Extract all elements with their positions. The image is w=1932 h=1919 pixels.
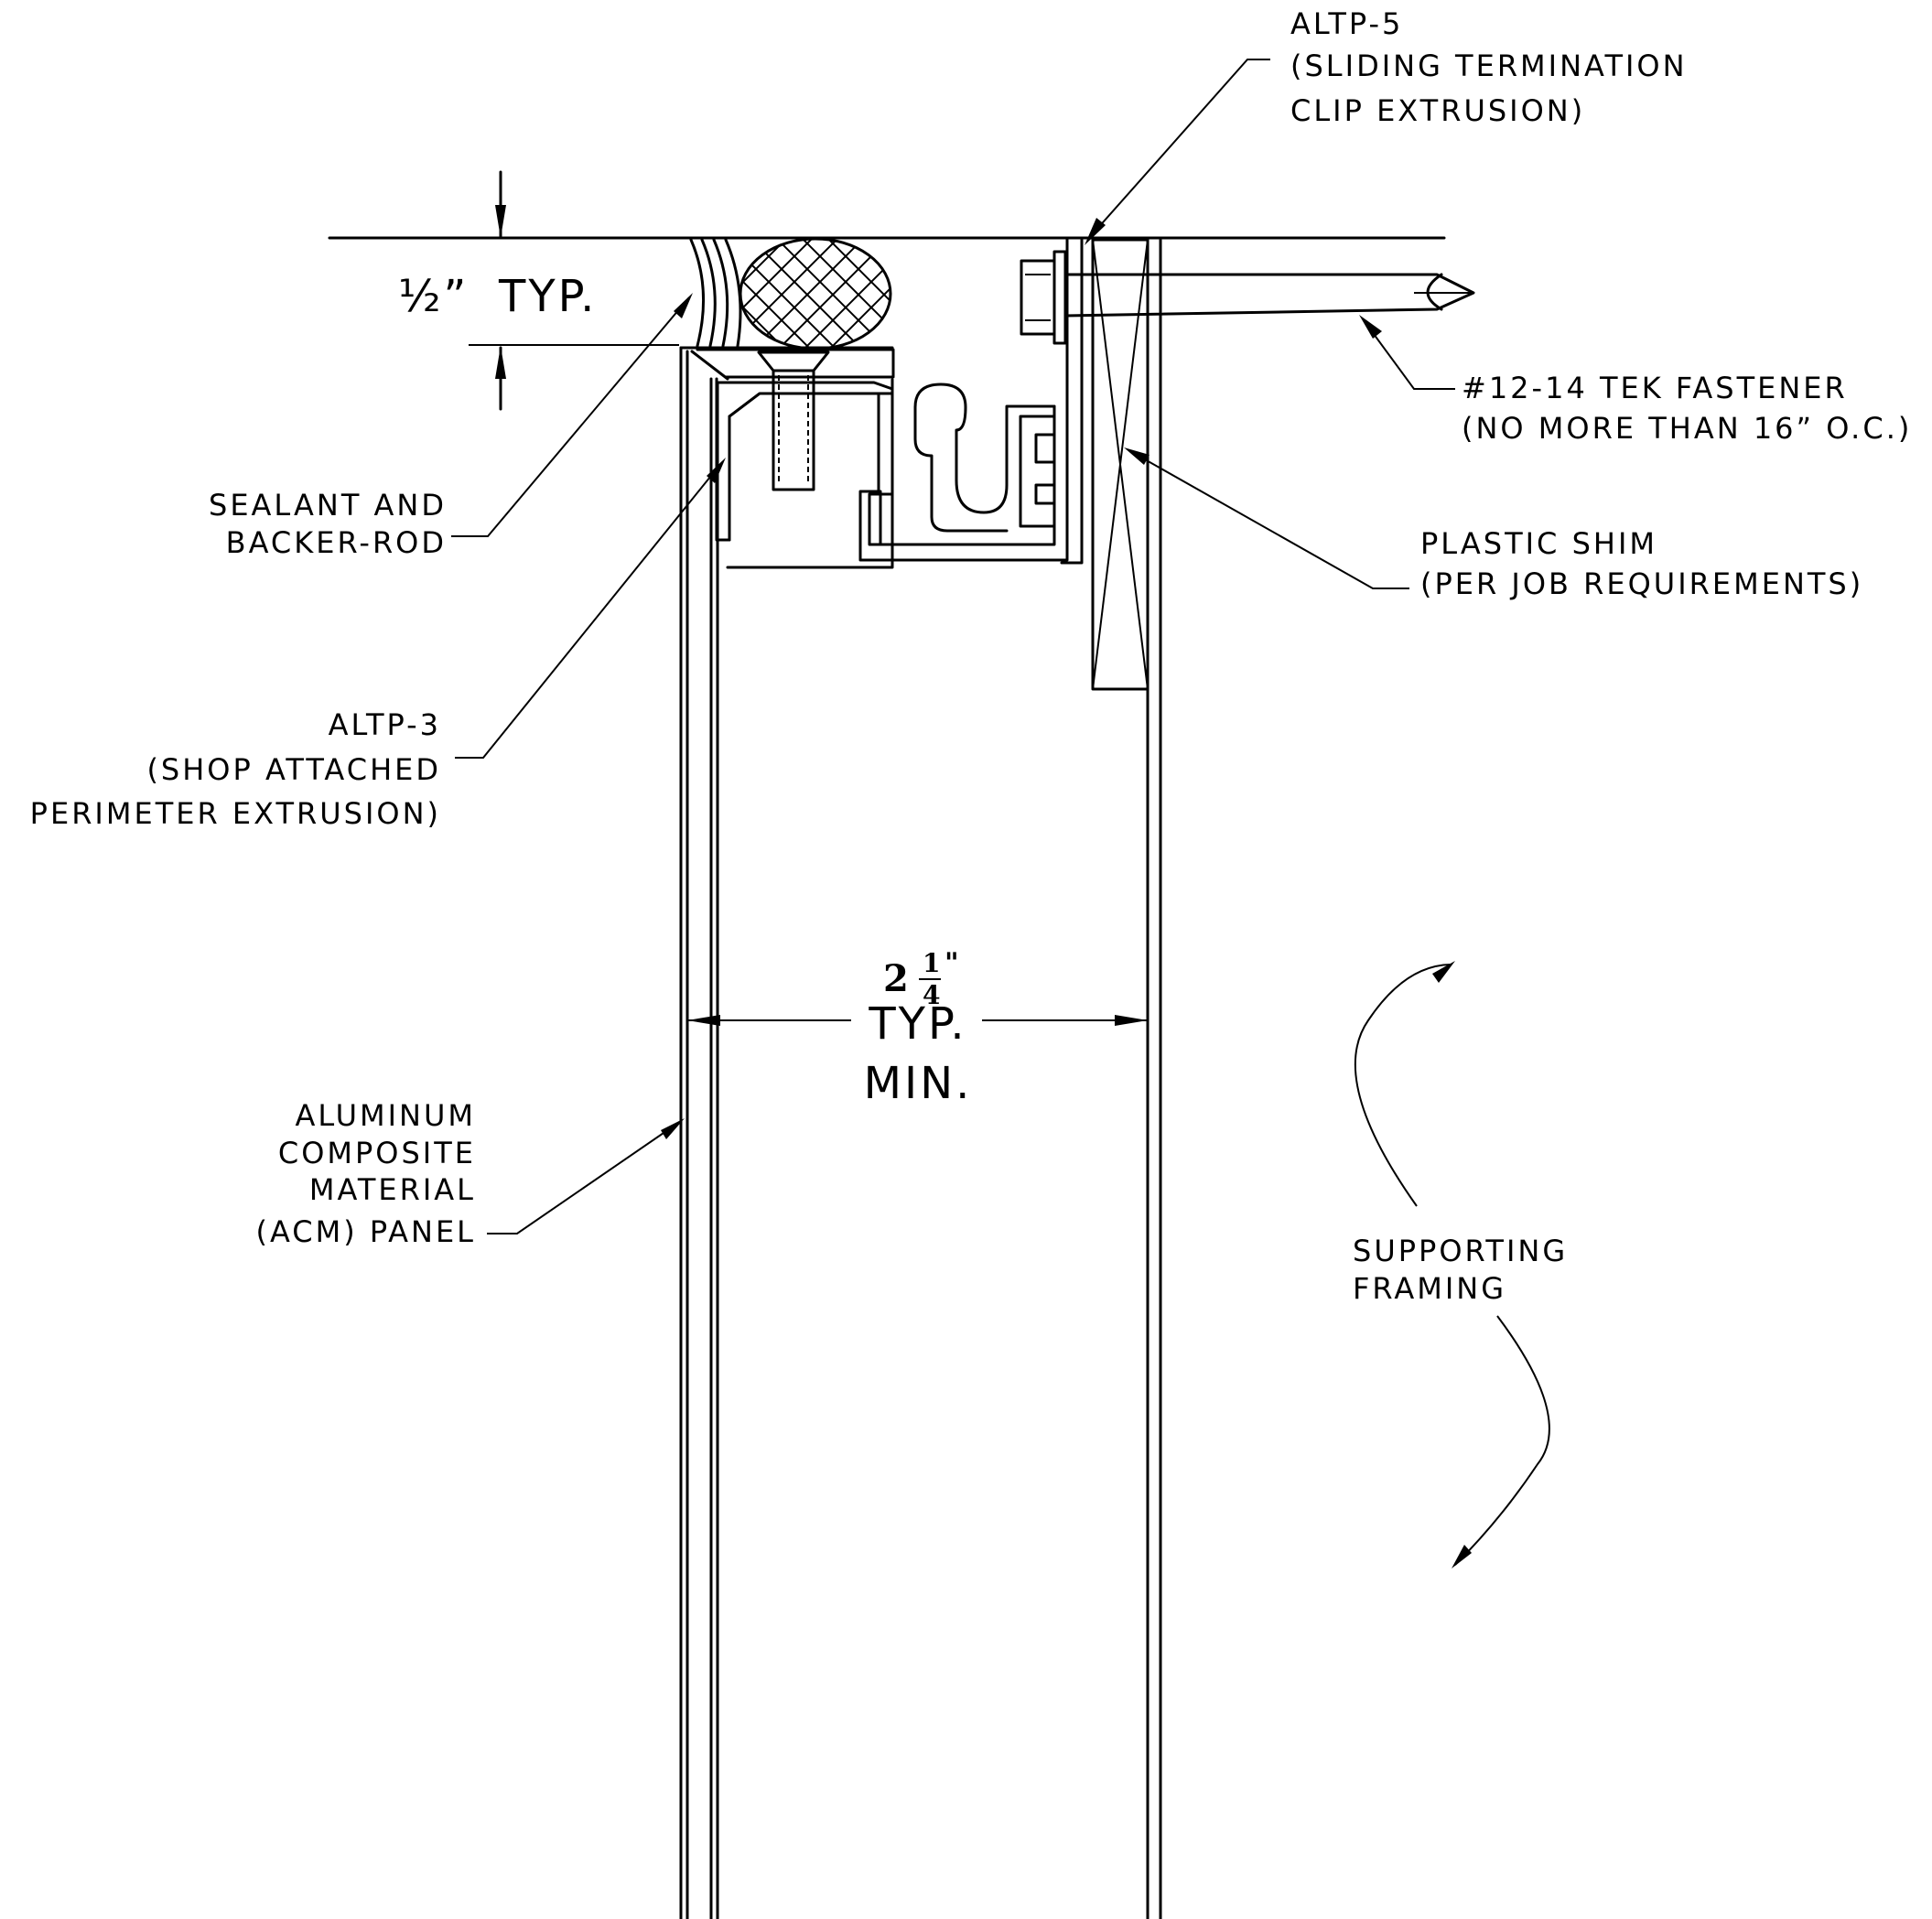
sealant-joint bbox=[689, 238, 742, 348]
label-altp3-line2: (SHOP ATTACHED bbox=[146, 752, 441, 787]
label-tek-line1: #12-14 TEK FASTENER bbox=[1462, 371, 1848, 405]
framing-curve-arrows bbox=[1354, 961, 1550, 1569]
half-inch-dimension-arrows bbox=[495, 170, 506, 411]
width-dimension-arrows bbox=[687, 1015, 1148, 1026]
altp3-extrusion bbox=[690, 348, 895, 569]
altp5-clip-extrusion bbox=[858, 236, 1084, 565]
dim-width-typ: TYP. bbox=[868, 998, 966, 1050]
label-framing-line1: SUPPORTING bbox=[1353, 1234, 1568, 1268]
dim-half-inch-suffix: TYP. bbox=[498, 271, 597, 322]
leader-shim bbox=[1124, 447, 1409, 589]
label-altp5-line1: ALTP-5 bbox=[1290, 6, 1403, 41]
supporting-framing-wall bbox=[1146, 238, 1162, 1919]
label-acm-line3: MATERIAL bbox=[309, 1172, 476, 1207]
leader-tek bbox=[1359, 315, 1455, 390]
label-acm-line2: COMPOSITE bbox=[278, 1136, 476, 1170]
label-sealant-line1: SEALANT AND bbox=[209, 488, 447, 523]
dim-width-denominator: 4 bbox=[923, 980, 940, 1010]
label-sealant-line2: BACKER-ROD bbox=[226, 525, 447, 560]
label-tek-line2: (NO MORE THAN 16” O.C.) bbox=[1462, 411, 1912, 446]
tek-fastener bbox=[1020, 250, 1475, 345]
label-shim-line1: PLASTIC SHIM bbox=[1420, 526, 1657, 561]
dim-width-min: MIN. bbox=[864, 1058, 973, 1109]
dim-width-numerator: 1 bbox=[923, 948, 940, 978]
label-altp5-line3: CLIP EXTRUSION) bbox=[1290, 93, 1585, 128]
leader-altp3 bbox=[455, 458, 726, 759]
dim-half-inch-value: ½” bbox=[398, 271, 469, 322]
backer-rod bbox=[739, 237, 892, 350]
dim-width-whole: 2 bbox=[883, 957, 909, 1000]
leader-sealant bbox=[451, 293, 693, 537]
label-altp3-line1: ALTP-3 bbox=[329, 707, 441, 742]
leader-acm bbox=[487, 1118, 685, 1234]
leader-altp5 bbox=[1085, 59, 1270, 245]
label-framing-line2: FRAMING bbox=[1353, 1271, 1506, 1306]
countersunk-screw bbox=[757, 350, 830, 491]
label-altp5-line2: (SLIDING TERMINATION bbox=[1290, 49, 1688, 83]
plastic-shim bbox=[1091, 238, 1149, 691]
acm-panel bbox=[679, 346, 894, 1919]
label-altp3-line3: PERIMETER EXTRUSION) bbox=[30, 796, 441, 831]
dim-width-inch-mark: " bbox=[944, 947, 959, 979]
label-shim-line2: (PER JOB REQUIREMENTS) bbox=[1420, 566, 1863, 601]
label-acm-line1: ALUMINUM bbox=[295, 1098, 476, 1133]
label-acm-line4: (ACM) PANEL bbox=[255, 1214, 476, 1249]
